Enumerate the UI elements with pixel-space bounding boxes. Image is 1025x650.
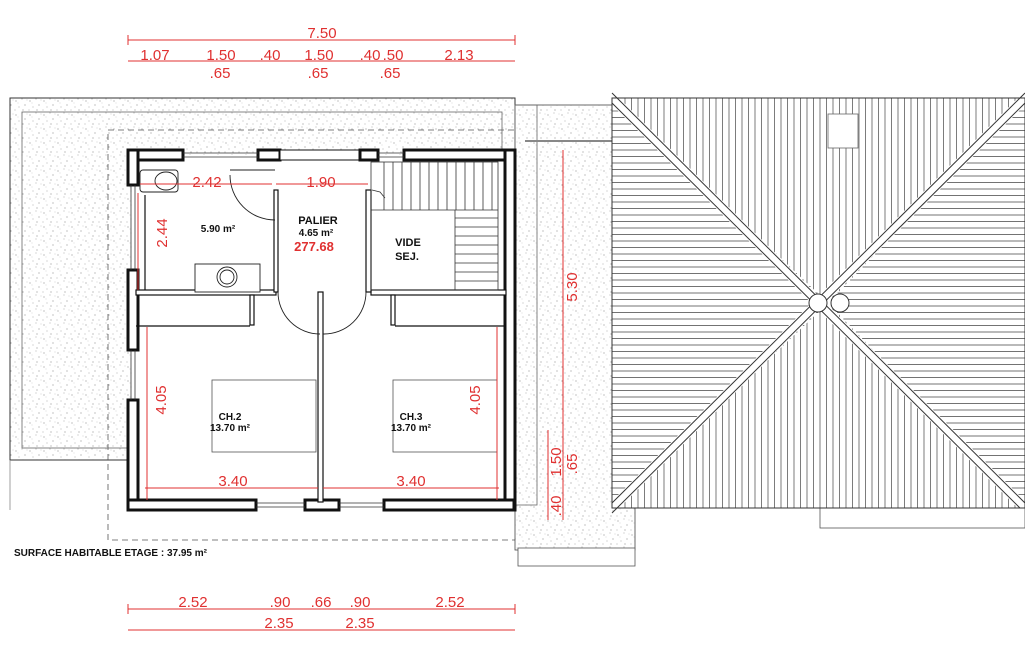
sdb-area: 5.90 m²	[201, 224, 236, 235]
dim-right-total: 5.30	[564, 272, 581, 301]
vide-label: VIDE	[395, 237, 421, 249]
exterior-walls	[126, 148, 517, 512]
dim-right-c: .40	[548, 496, 565, 517]
ch2-name: CH.2	[219, 412, 242, 423]
sej-label: SEJ.	[395, 251, 419, 263]
dim-inner-h2: 1.90	[306, 174, 335, 191]
palier-area: 4.65 m²	[299, 228, 334, 239]
dim-bottom-5: 2.52	[435, 594, 464, 611]
ch2-area: 13.70 m²	[210, 423, 251, 434]
dimension-lines	[127, 35, 564, 631]
dim-bottom-4: .90	[350, 594, 371, 611]
window-glazing	[130, 152, 404, 508]
dimension-labels: 7.50 1.07 1.50 .40 1.50 .40 .50 2.13 .65…	[140, 25, 581, 632]
dim-bed-w1: 3.40	[218, 473, 247, 490]
ch3-area: 13.70 m²	[391, 423, 432, 434]
dim-top-total: 7.50	[307, 25, 336, 42]
dim-right-b: .65	[564, 454, 581, 475]
dim-bottom-3: .66	[311, 594, 332, 611]
dim-top-6: .50	[383, 47, 404, 64]
interior-partitions	[135, 189, 507, 503]
room-labels: PALIER 4.65 m² 277.68 5.90 m² VIDE SEJ. …	[14, 215, 432, 559]
surface-label: SURFACE HABITABLE ETAGE : 37.95 m²	[14, 548, 208, 559]
dim-top-7: 2.13	[444, 47, 473, 64]
dim-top-sub-3: .65	[380, 65, 401, 82]
dim-bottom-sub-1: 2.35	[264, 615, 293, 632]
dim-left-v2: 4.05	[153, 385, 170, 414]
dim-inner-h1: 2.42	[192, 174, 221, 191]
ch3-name: CH.3	[400, 412, 423, 423]
dim-top-4: 1.50	[304, 47, 333, 64]
palier-name: PALIER	[298, 215, 338, 227]
dim-bottom-2: .90	[270, 594, 291, 611]
door-swings	[229, 169, 367, 335]
dim-left-v1: 2.44	[154, 218, 171, 247]
staircase	[370, 161, 499, 291]
dim-right-v-ch3: 4.05	[467, 385, 484, 414]
level-marker: 277.68	[294, 239, 334, 254]
bathroom-fixtures	[139, 169, 261, 293]
dim-bottom-1: 2.52	[178, 594, 207, 611]
dim-top-3: .40	[260, 47, 281, 64]
roof-face	[828, 98, 1025, 508]
dim-top-sub-1: .65	[210, 65, 231, 82]
roof-face	[612, 98, 828, 508]
roof	[608, 92, 1025, 529]
dim-bottom-sub-2: 2.35	[345, 615, 374, 632]
dim-bed-w2: 3.40	[396, 473, 425, 490]
dim-right-a: 1.50	[548, 447, 565, 476]
dim-top-2: 1.50	[206, 47, 235, 64]
dim-top-5: .40	[360, 47, 381, 64]
dim-top-sub-2: .65	[308, 65, 329, 82]
dim-top-1: 1.07	[140, 47, 169, 64]
